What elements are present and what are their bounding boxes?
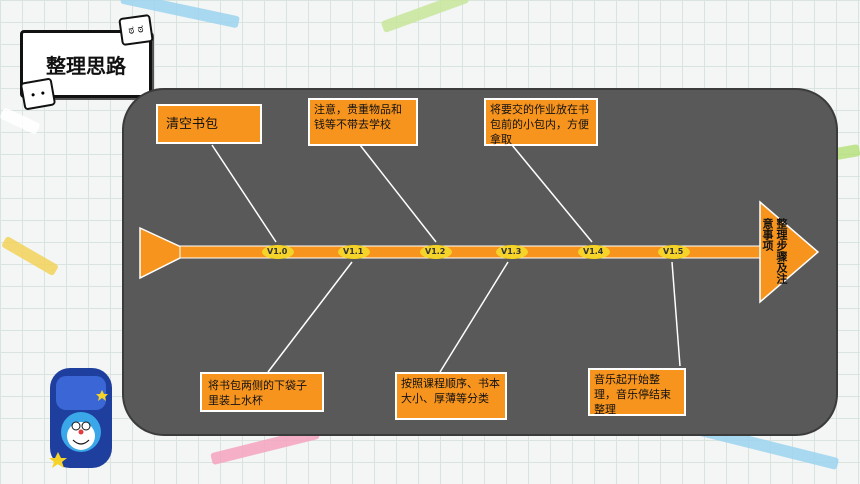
backpack-illustration xyxy=(49,368,112,468)
version-oval xyxy=(262,245,294,259)
node-water-bottle: 将书包两侧的下袋子里装上水杯 xyxy=(200,372,324,412)
version-oval xyxy=(420,245,452,259)
fish-head xyxy=(759,200,820,304)
version-label: V1.4 xyxy=(583,247,604,256)
bone-line xyxy=(511,144,593,243)
version-oval xyxy=(658,245,690,259)
version-oval xyxy=(496,245,528,259)
bone-line xyxy=(439,261,509,373)
version-oval xyxy=(338,245,370,259)
bone-line xyxy=(359,144,437,243)
node-empty-bag: 清空书包 xyxy=(156,104,262,144)
node-music-timer: 音乐起开始整理，音乐停结束整理 xyxy=(588,368,686,416)
bone-line xyxy=(267,261,353,373)
version-label: V1.3 xyxy=(501,247,522,256)
node-valuables-note: 注意，贵重物品和钱等不带去学校 xyxy=(308,98,418,146)
version-label: V1.0 xyxy=(267,247,288,256)
version-label: V1.5 xyxy=(663,247,684,256)
version-oval xyxy=(578,245,610,259)
node-sort-books: 按照课程顺序、书本大小、厚薄等分类 xyxy=(395,372,507,420)
version-label: V1.1 xyxy=(343,247,364,256)
fish-tail xyxy=(139,226,194,280)
bone-line xyxy=(671,261,681,367)
fish-head-label: 整理步骤及注意事项 xyxy=(761,218,788,284)
bone-line xyxy=(211,144,277,243)
node-homework-pocket: 将要交的作业放在书包前的小包内，方便拿取 xyxy=(484,98,598,146)
section-title: 整理思路 xyxy=(46,53,126,78)
version-label: V1.2 xyxy=(425,247,446,256)
